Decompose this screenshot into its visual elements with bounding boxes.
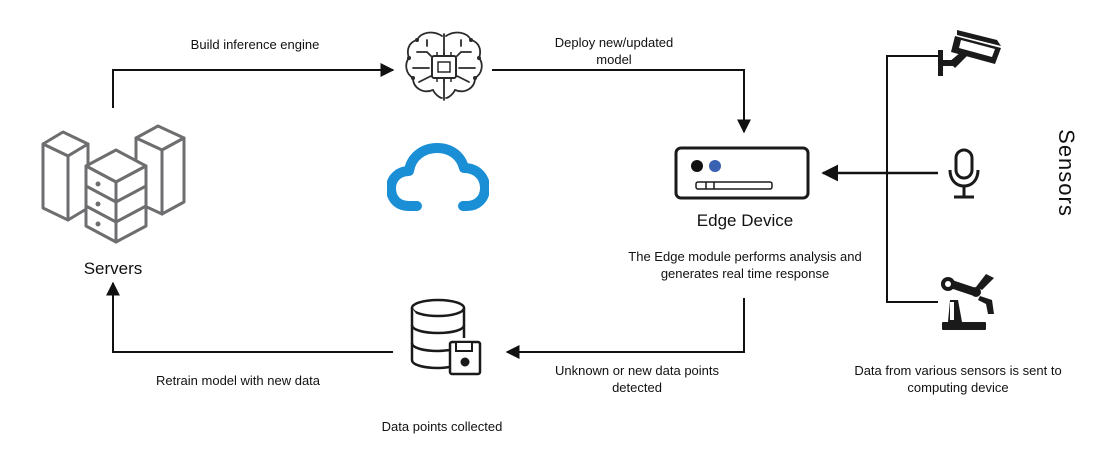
ai-brain-chip-icon (405, 31, 483, 101)
arrow-inference-to-edge (492, 69, 751, 134)
sensor-bracket-line (886, 55, 938, 303)
edge-description-label: The Edge module performs analysis and ge… (628, 249, 862, 281)
edge-device-icon (674, 146, 810, 200)
cloud-icon (387, 143, 489, 211)
server-stack-icon (41, 124, 186, 244)
sensors-group-title: Sensors (1054, 129, 1079, 217)
build-inference-label: Build inference engine (190, 37, 320, 52)
unknown-data-label: Unknown or new data points detected (554, 363, 720, 395)
database-icon (410, 298, 482, 376)
sensor-data-label: Data from various sensors is sent to com… (854, 363, 1062, 395)
arrow-servers-to-inference (112, 63, 395, 108)
data-points-collected-label: Data points collected (381, 419, 503, 434)
deploy-model-label: Deploy new/updated model (554, 35, 674, 67)
robot-arm-icon (941, 274, 994, 330)
arrow-database-to-servers (106, 281, 393, 353)
microphone-icon (948, 148, 980, 199)
arrow-edge-to-database (505, 298, 745, 359)
security-camera-icon (938, 30, 1001, 76)
retrain-model-label: Retrain model with new data (155, 373, 321, 388)
edge-device-label: Edge Device (696, 211, 794, 230)
servers-label: Servers (83, 259, 143, 278)
